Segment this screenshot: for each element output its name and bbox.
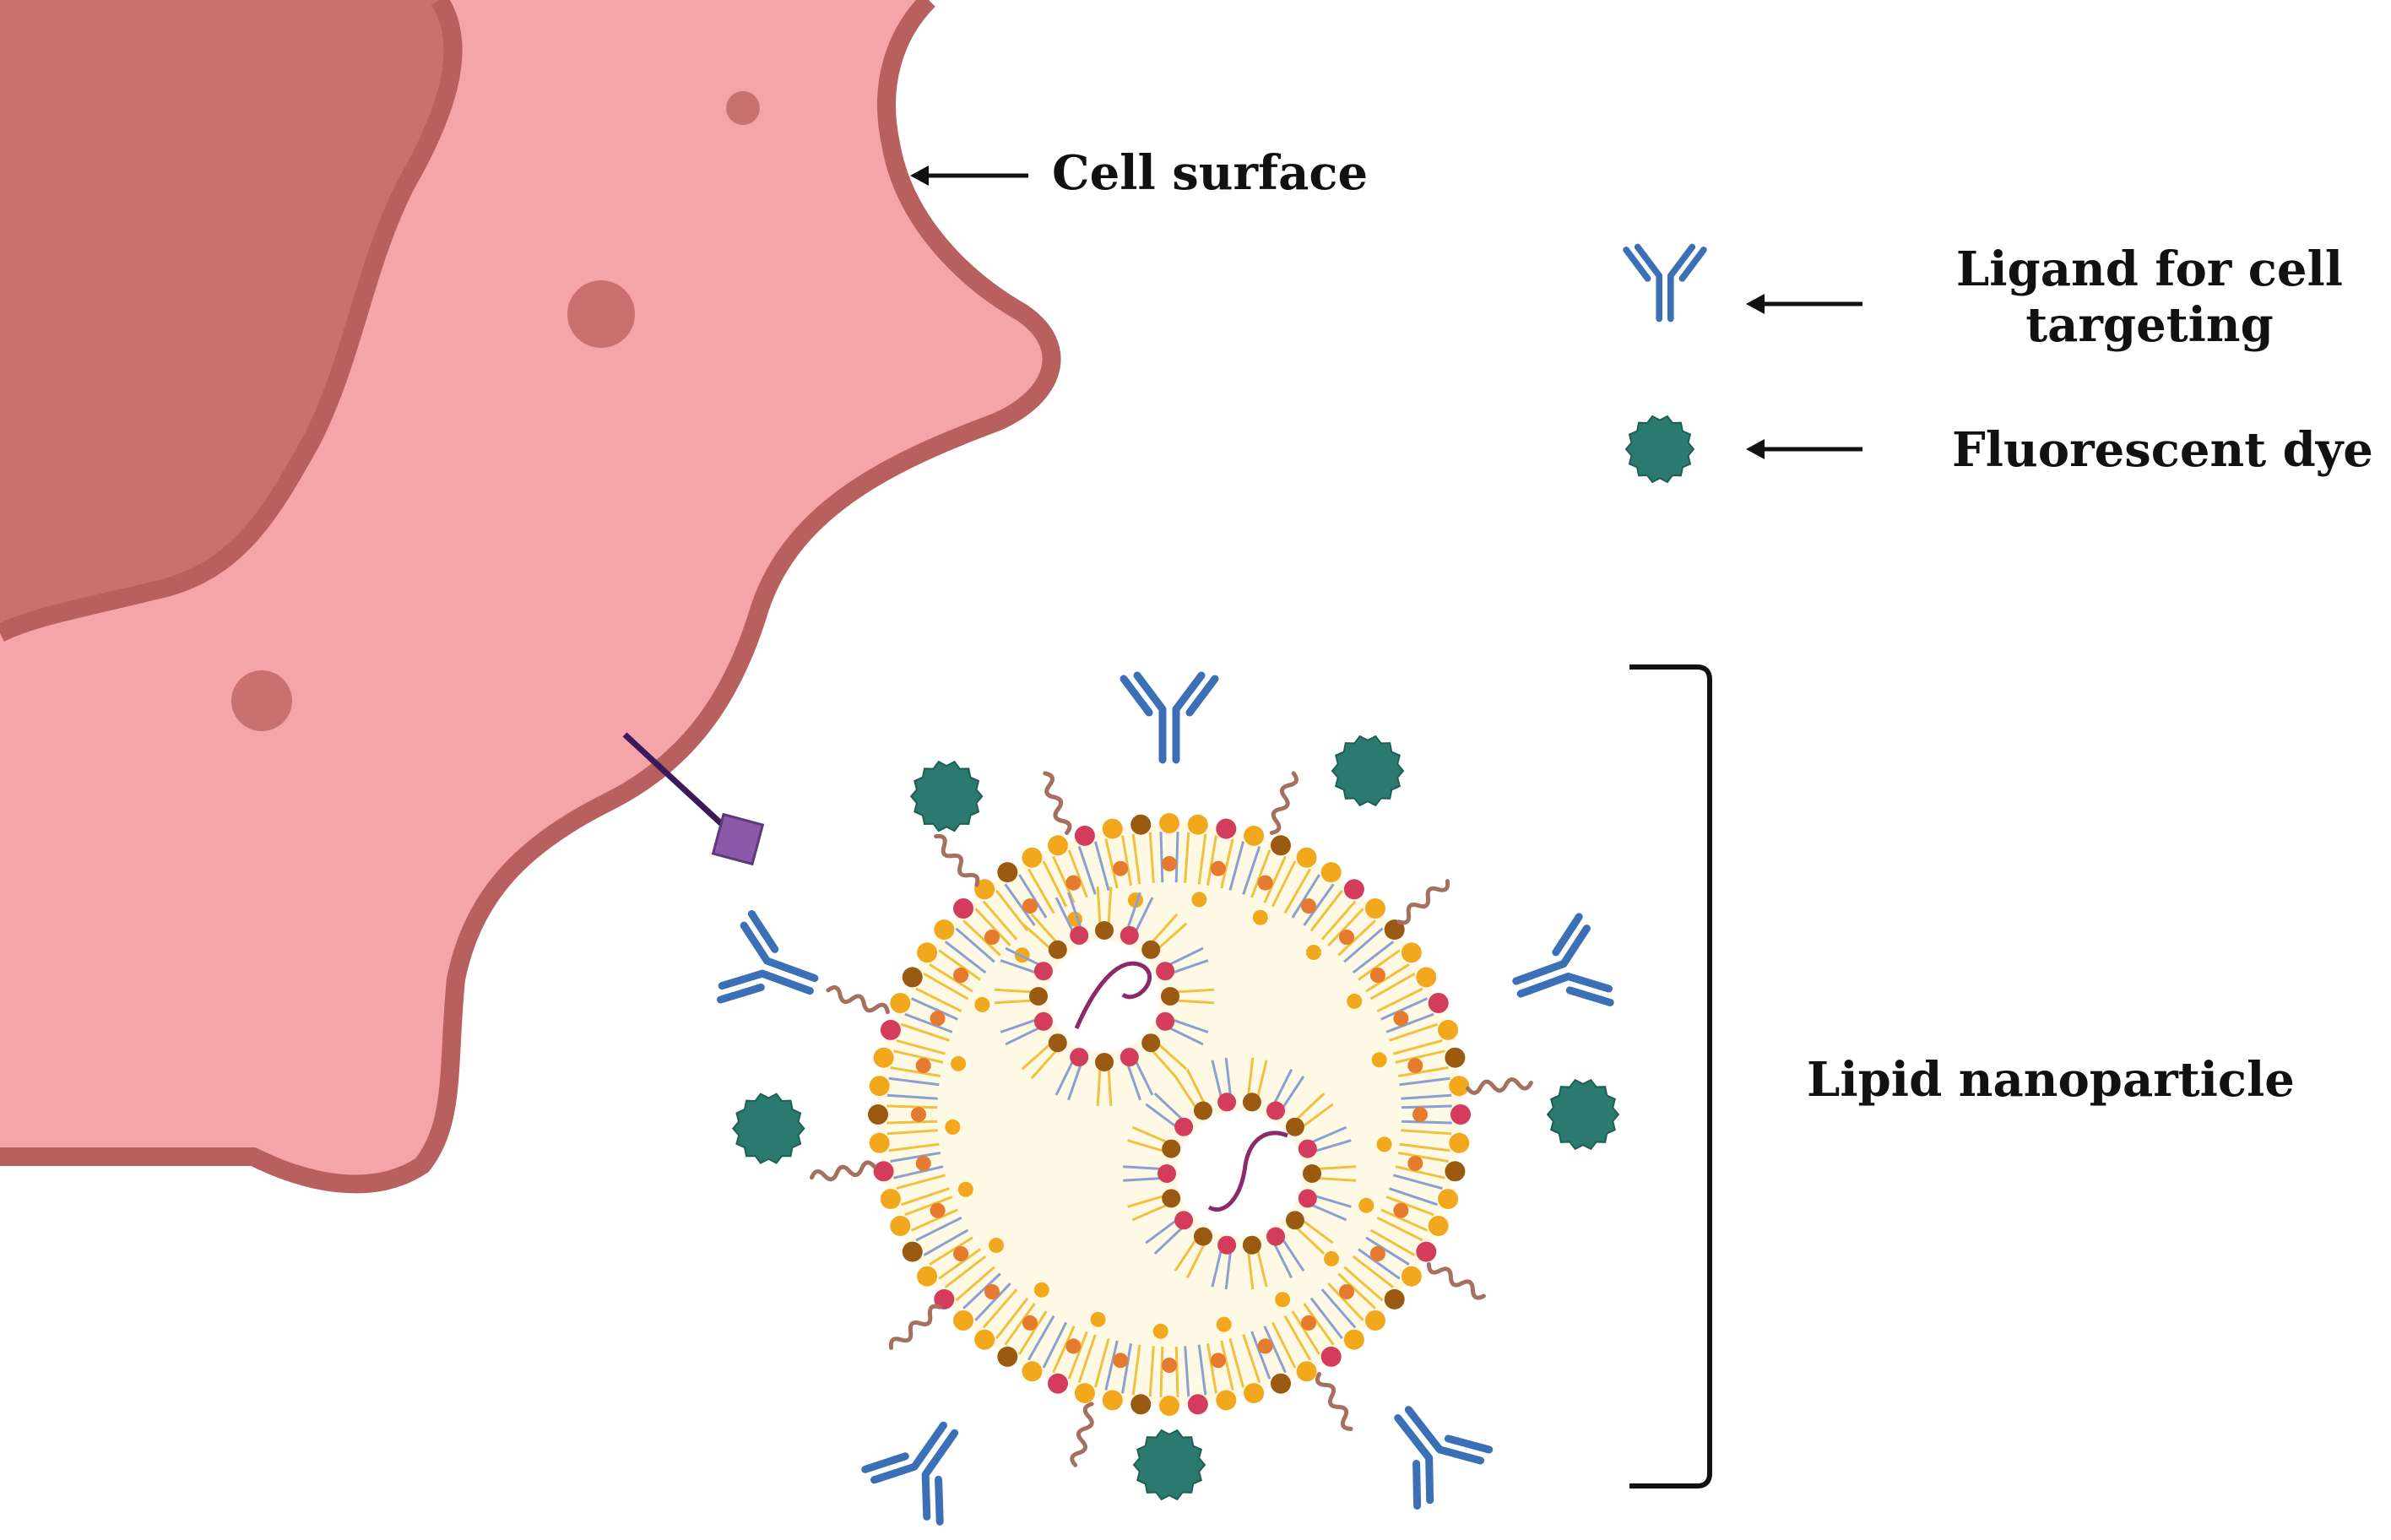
cell-nucleus-region [0, 0, 453, 633]
cell-surface-label: Cell surface [1052, 145, 1369, 201]
right-bracket-icon [1629, 664, 1712, 1488]
lipid-nanoparticle [716, 671, 1620, 1526]
ligand-label: Ligand for cell targeting [1930, 241, 2369, 353]
cell-surface-membrane [0, 0, 1061, 1194]
left-arrow-icon [1746, 294, 1862, 314]
fluorescent-dye-label: Fluorescent dye [1952, 422, 2373, 478]
cell-vesicle [726, 91, 760, 125]
receptor-icon [622, 732, 765, 866]
cell-vesicle [567, 280, 635, 348]
lipid-nanoparticle-label: Lipid nanoparticle [1807, 1052, 2295, 1108]
left-arrow-icon [1746, 439, 1862, 459]
cell-vesicle [231, 670, 292, 731]
ligand-label-line1: Ligand for cell [1955, 241, 2344, 297]
cell-cytoplasm [0, 0, 1052, 1185]
cell-inner-membrane [0, 0, 463, 642]
ligand-label-line2: targeting [2025, 297, 2274, 353]
antibody-icon [1626, 247, 1704, 319]
fluorescent-dye-icon [1624, 415, 1695, 484]
cell [0, 0, 1061, 1194]
left-arrow-icon [910, 165, 1028, 186]
